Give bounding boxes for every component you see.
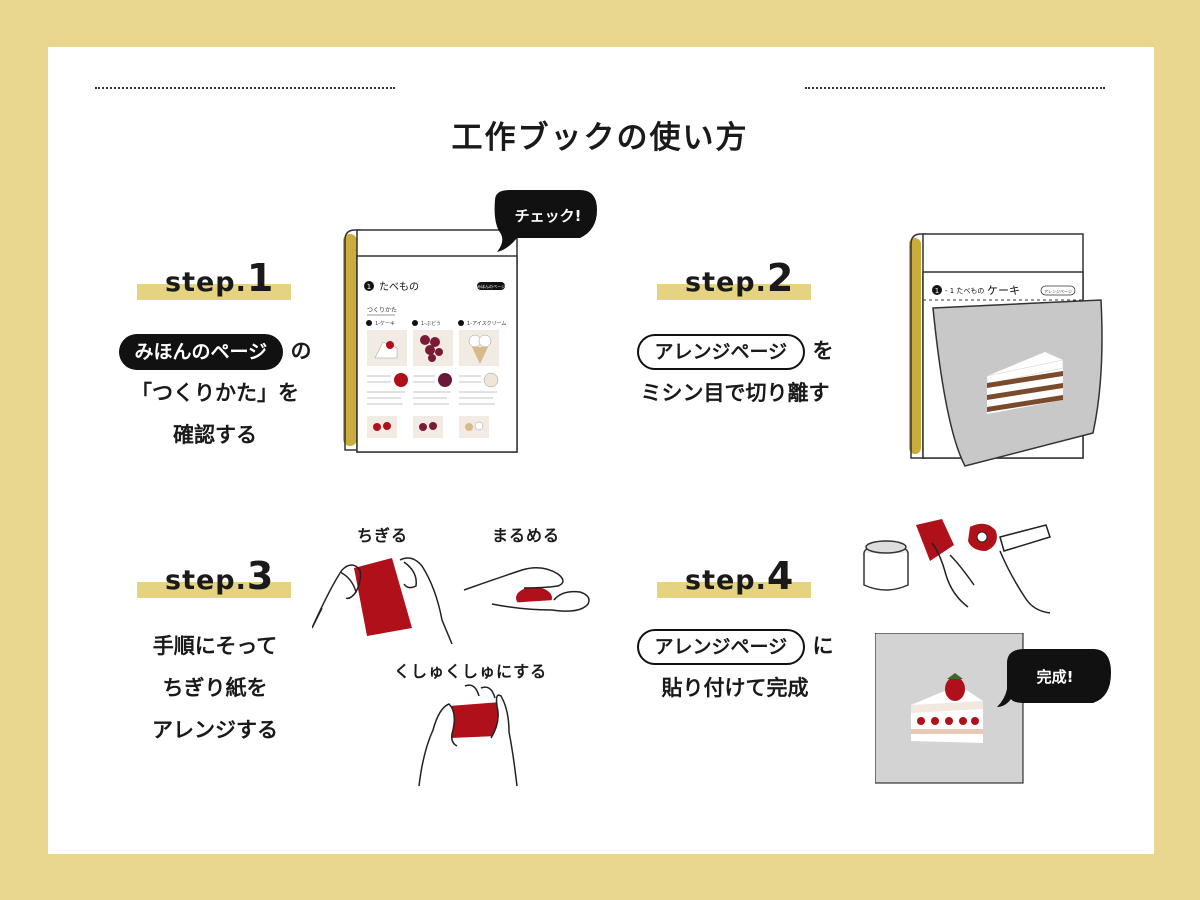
book1-item-2: 1-ぶどう — [421, 320, 441, 327]
step2-line2: ミシン目で切り離す — [640, 381, 830, 405]
title-dotted-rule-right — [805, 87, 1105, 89]
book1-chapter-num: 1 — [367, 283, 371, 291]
caption-tear: ちぎる — [357, 526, 409, 545]
step2-highlight: アレンジページ — [636, 334, 806, 370]
step1-underline-bar — [137, 284, 291, 300]
step4-description: アレンジページ に 貼り付けて完成 — [620, 625, 850, 709]
book2-tag: アレンジページ — [1044, 288, 1072, 294]
tearing-hands-illustration — [312, 557, 453, 645]
book2-item: ケーキ — [987, 284, 1020, 297]
book2-chapter-sub: - 1 たべもの — [945, 287, 984, 295]
book1-binding — [343, 234, 357, 446]
step2-underline-bar — [657, 284, 811, 300]
finished-artwork-illustration: 完成! — [875, 633, 1111, 784]
step2-prefix: step. — [685, 267, 767, 298]
step4-label: step.4 — [685, 554, 794, 598]
step3-line3: アレンジする — [152, 718, 278, 742]
crumpling-hands-illustration — [418, 684, 518, 787]
complete-bubble-text: 完成! — [1037, 668, 1074, 686]
step1-line3: 確認する — [173, 423, 257, 447]
book1-item-1: 1-ケーキ — [375, 320, 395, 327]
step4-underline-bar — [657, 582, 811, 598]
book2-chapter-num: 1 — [935, 287, 939, 295]
step3-description: 手順にそって ちぎり紙を アレンジする — [100, 625, 330, 751]
complete-speech-bubble — [997, 649, 1111, 707]
arrange-page-tearing-illustration: 1 - 1 たべもの ケーキ アレンジページ — [909, 233, 1103, 467]
step3-underline-bar — [137, 582, 291, 598]
step4-number: 4 — [766, 554, 795, 598]
book2-binding — [909, 238, 921, 454]
step1-particle: の — [290, 339, 312, 363]
step2-particle: を — [812, 339, 834, 363]
book1-chapter: たべもの — [379, 281, 419, 293]
step2-number: 2 — [766, 256, 795, 300]
step1-line2: 「つくりかた」を — [131, 381, 299, 405]
rolling-hands-illustration — [463, 567, 590, 612]
caption-roll: まるめる — [492, 526, 561, 545]
step2-description: アレンジページ を ミシン目で切り離す — [620, 330, 850, 414]
step4-prefix: step. — [685, 565, 767, 596]
step4-highlight: アレンジページ — [636, 629, 806, 665]
title-dotted-rule-left — [95, 87, 395, 89]
step4-line2: 貼り付けて完成 — [661, 676, 809, 700]
step1-number: 1 — [246, 256, 275, 300]
book1-item-3: 1-アイスクリーム — [467, 321, 506, 327]
step1-description: みほんのページ の 「つくりかた」を 確認する — [100, 330, 330, 456]
sample-page-book-illustration: 1 たべもの みほんのページ つくりかた 1-ケーキ 1-ぶどう 1-アイスクリ… — [343, 190, 597, 453]
step3-line1: 手順にそって — [152, 634, 278, 658]
step1-label: step.1 — [165, 256, 274, 300]
step3-number: 3 — [246, 554, 275, 598]
step2-label: step.2 — [685, 256, 794, 300]
step1-prefix: step. — [165, 267, 247, 298]
step3-prefix: step. — [165, 565, 247, 596]
step4-particle: に — [812, 634, 834, 658]
caption-crumple: くしゅくしゅにする — [394, 662, 548, 681]
step3-label: step.3 — [165, 554, 274, 598]
step3-line2: ちぎり紙を — [162, 676, 268, 700]
page-title: 工作ブックの使い方 — [451, 120, 749, 156]
step1-highlight: みほんのページ — [118, 334, 284, 370]
glue-application-illustration — [863, 519, 1051, 614]
check-speech-bubble — [494, 190, 597, 252]
check-bubble-text: チェック! — [515, 207, 582, 225]
book1-tag: みほんのページ — [477, 283, 505, 289]
book1-section: つくりかた — [367, 307, 397, 314]
